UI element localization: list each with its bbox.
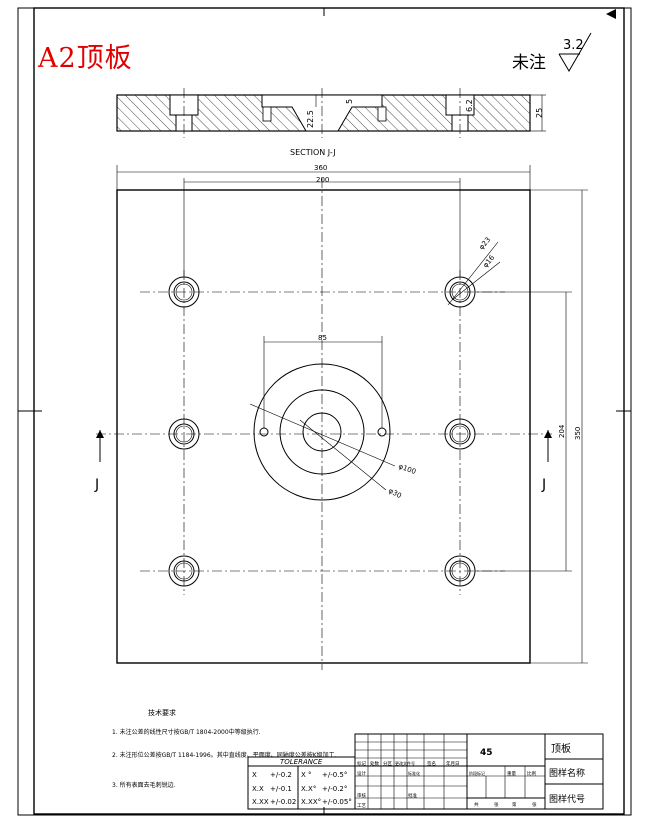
dim-outer-width: 360: [314, 164, 327, 172]
svg-text:X.X: X.X: [252, 785, 264, 793]
svg-text:批准: 批准: [408, 792, 417, 799]
material-value: 45: [480, 748, 493, 758]
svg-text:J: J: [94, 477, 99, 493]
svg-text:更改文件号: 更改文件号: [395, 760, 415, 766]
svg-text:张: 张: [532, 801, 537, 808]
svg-text:年月日: 年月日: [446, 760, 460, 767]
svg-text:X.XX°: X.XX°: [301, 798, 321, 806]
section-view: 5 22.5 6.2 25: [116, 88, 546, 138]
tolerance-title: TOLERANCE: [280, 758, 323, 766]
title-block: 标记 处数 分区 更改文件号 签名 年月日 设计 标准化 阶段标记 重量 比例 …: [354, 733, 604, 810]
section-marker-right: J: [541, 430, 552, 493]
svg-text:处数: 处数: [370, 760, 379, 767]
svg-text:分区: 分区: [383, 760, 392, 767]
drawing-name-label: 图样名称: [549, 767, 585, 779]
surface-finish-symbol: 3.2: [558, 32, 592, 72]
svg-text:+/-0.05°: +/-0.05°: [322, 798, 352, 806]
dimension-lines: [116, 165, 588, 664]
svg-text:共: 共: [474, 801, 479, 808]
note-item: 1. 未注公差的线性尺寸按GB/T 1804-2000中等级执行.: [112, 728, 261, 736]
svg-text:+/-0.02: +/-0.02: [270, 798, 296, 806]
drawing-frame: [17, 7, 632, 816]
hole-mid-left: [168, 418, 200, 450]
svg-text:审核: 审核: [357, 792, 366, 799]
notes-heading: 技术要求: [148, 708, 176, 717]
svg-text:+/-0.1: +/-0.1: [270, 785, 292, 793]
svg-text:X: X: [252, 771, 257, 779]
svg-text:+/-0.5°: +/-0.5°: [322, 771, 347, 779]
svg-text:第: 第: [512, 801, 517, 808]
svg-text:工艺: 工艺: [357, 803, 366, 809]
technical-notes: 技术要求 1. 未注公差的线性尺寸按GB/T 1804-2000中等级执行. 2…: [112, 708, 337, 789]
svg-text:+/-0.2°: +/-0.2°: [322, 785, 347, 793]
dim-height-span: 204: [558, 424, 566, 438]
dim-ring-dia: φ100: [397, 462, 417, 476]
svg-text:阶段标记: 阶段标记: [469, 770, 485, 776]
tolerance-table: TOLERANCE X +/-0.2 X ° +/-0.5° X.X +/-0.…: [247, 756, 356, 810]
svg-text:签名: 签名: [427, 760, 436, 767]
hole-mid-right: [444, 418, 476, 450]
section-dim-thickness: 25: [535, 108, 544, 118]
section-dim-thread: 6.2: [465, 99, 474, 112]
dim-counterbore-dia: φ23: [477, 236, 492, 252]
svg-text:标准化: 标准化: [408, 770, 420, 776]
dim-center-span: 85: [318, 334, 327, 342]
dim-boss-dia: φ30: [387, 487, 403, 500]
section-dim-depth-top: 5: [345, 99, 354, 104]
section-dim-depth-mid: 22.5: [306, 110, 315, 128]
svg-text:标记: 标记: [357, 760, 366, 767]
dim-hole-span: 200: [316, 176, 329, 184]
section-caption: SECTION J-J: [290, 148, 336, 157]
section-marker-left: J: [94, 430, 104, 493]
note-item: 2. 未注形位公差按GB/T 1184-1996。其中直线度、平面度、同轴度公差…: [112, 751, 337, 759]
hole-bottom-left: [168, 555, 200, 587]
svg-text:X °: X °: [301, 771, 312, 779]
svg-text:重量: 重量: [507, 770, 516, 777]
svg-text:J: J: [541, 477, 546, 493]
hole-top-left: [168, 276, 200, 308]
drawing-title-tag: A2顶板: [38, 43, 133, 74]
drawing-code-label: 图样代号: [549, 793, 585, 805]
surface-finish-label: 未注: [512, 53, 546, 73]
svg-text:X.XX: X.XX: [252, 798, 269, 806]
svg-text:张: 张: [494, 801, 499, 808]
dim-hole-dia: φ16: [481, 253, 496, 269]
svg-text:+/-0.2: +/-0.2: [270, 771, 292, 779]
dim-outer-height: 350: [574, 427, 582, 440]
surface-finish-value: 3.2: [563, 38, 584, 53]
part-name: 顶板: [551, 742, 571, 755]
note-item: 3. 所有表面去毛刺锐边.: [112, 781, 176, 789]
svg-text:设计: 设计: [357, 770, 366, 777]
svg-text:X.X°: X.X°: [301, 785, 316, 793]
plan-view: 360 200 85 204 350 φ23 φ16 φ100 φ30 J J: [94, 164, 588, 670]
center-boss: [253, 363, 391, 501]
svg-text:比例: 比例: [527, 770, 536, 777]
